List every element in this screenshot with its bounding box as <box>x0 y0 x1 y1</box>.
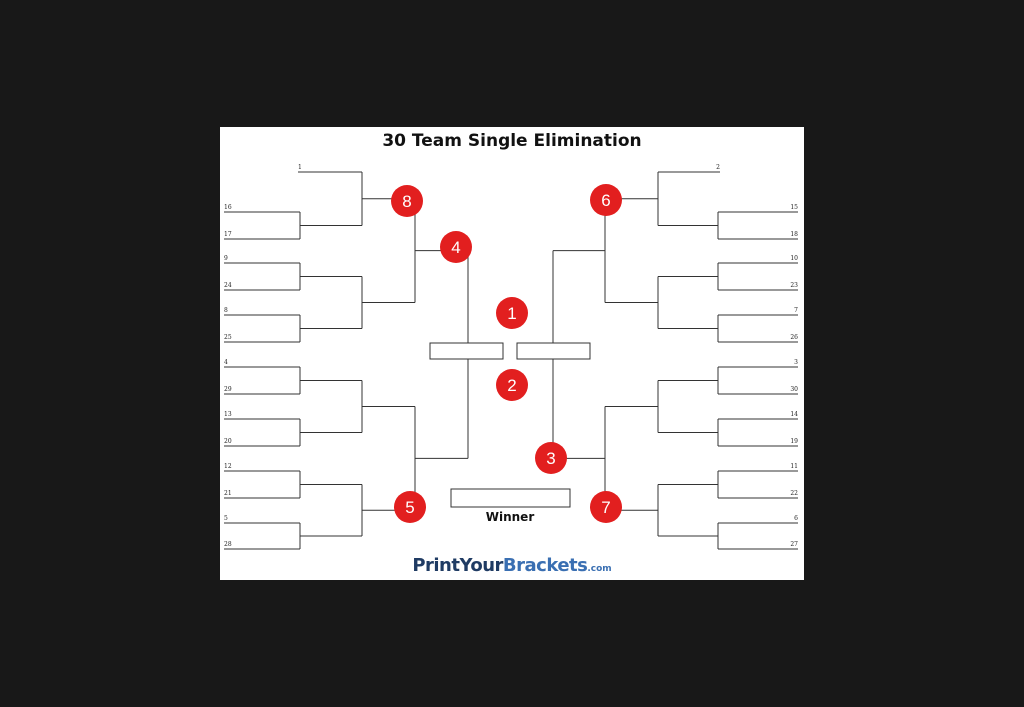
seed-label: 30 <box>790 386 798 393</box>
left-final-box <box>429 342 504 360</box>
seed-label: 22 <box>790 490 798 497</box>
game-badge <box>535 442 567 474</box>
seed-label: 5 <box>224 515 228 522</box>
winner-box <box>450 488 571 508</box>
seed-label: 15 <box>790 204 798 211</box>
game-badge-label: 4 <box>451 238 460 257</box>
seed-label: 21 <box>224 490 232 497</box>
seed-label: 9 <box>224 255 228 262</box>
seed-label: 29 <box>224 386 232 393</box>
seed-label: 28 <box>224 541 232 548</box>
game-badge <box>590 491 622 523</box>
seed-label: 1 <box>298 164 302 171</box>
seed-label: 19 <box>790 438 798 445</box>
seed-label: 24 <box>224 282 232 289</box>
seed-label: 4 <box>224 359 228 366</box>
game-badge <box>496 369 528 401</box>
seed-label: 2 <box>716 164 720 171</box>
seed-label: 10 <box>790 255 798 262</box>
logo-part-1: PrintYour <box>412 555 503 576</box>
seed-label: 25 <box>224 334 232 341</box>
game-badge-label: 3 <box>546 449 555 468</box>
seed-label: 23 <box>790 282 798 289</box>
seed-label: 12 <box>224 463 232 470</box>
game-badge-label: 6 <box>601 191 610 210</box>
logo-part-3: .com <box>587 564 612 574</box>
game-badge <box>394 491 426 523</box>
winner-label: Winner <box>485 510 535 524</box>
game-badge <box>496 297 528 329</box>
seed-label: 8 <box>224 307 228 314</box>
game-badge-label: 8 <box>402 192 411 211</box>
game-badge <box>590 184 622 216</box>
bracket-diagram: 1161792482542913201221528215181023726330… <box>224 164 798 550</box>
seed-label: 14 <box>790 411 798 418</box>
seed-label: 3 <box>794 359 798 366</box>
game-badge <box>440 231 472 263</box>
seed-label: 7 <box>794 307 798 314</box>
logo-part-2: Brackets <box>502 555 588 576</box>
seed-label: 13 <box>224 411 232 418</box>
seed-label: 6 <box>794 515 798 522</box>
seed-label: 11 <box>790 463 798 470</box>
seed-label: 16 <box>224 204 232 211</box>
seed-label: 27 <box>790 541 798 548</box>
seed-label: 26 <box>790 334 798 341</box>
seed-label: 18 <box>790 231 798 238</box>
right-final-box <box>516 342 591 360</box>
page-title: 30 Team Single Elimination <box>382 131 642 151</box>
logo: PrintYourBrackets.com <box>220 555 804 576</box>
seed-label: 20 <box>224 438 232 445</box>
game-badge <box>391 185 423 217</box>
game-badge-label: 2 <box>507 376 516 395</box>
game-badge-label: 7 <box>601 498 610 517</box>
game-badge-label: 1 <box>507 304 516 323</box>
seed-label: 17 <box>224 231 232 238</box>
game-badge-label: 5 <box>405 498 414 517</box>
